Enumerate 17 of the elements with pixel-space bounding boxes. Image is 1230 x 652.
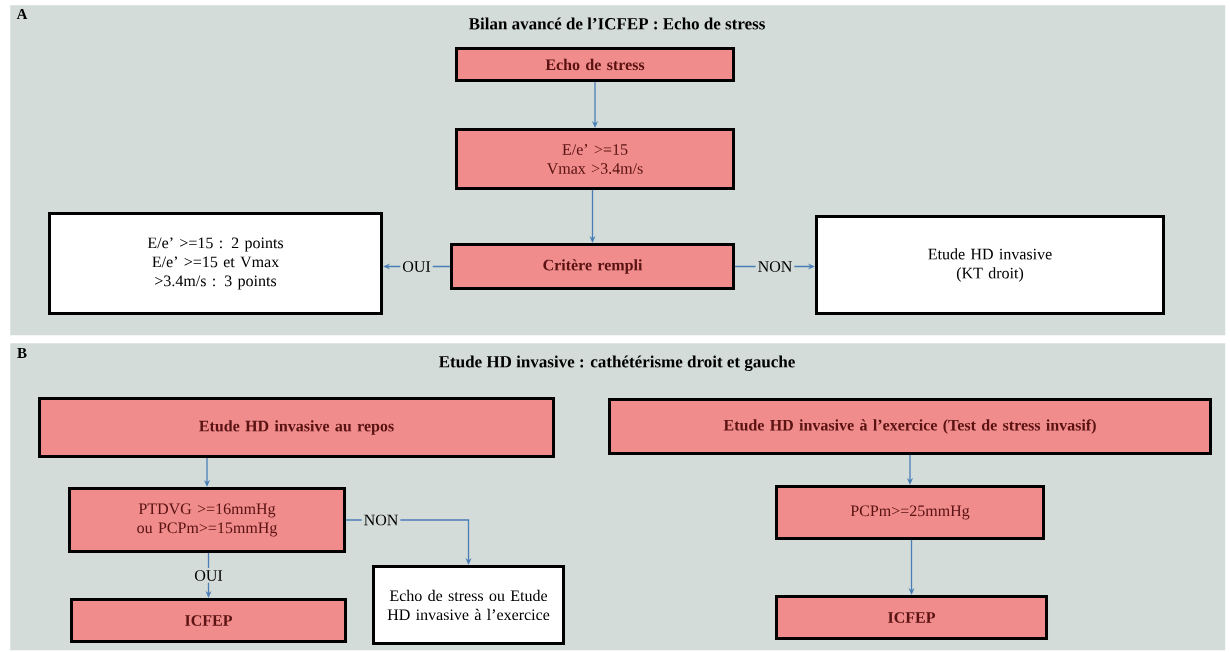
result-box: Etude HD invasive (KT droit): [815, 215, 1165, 315]
process-box: PCPm>=25mmHg: [775, 485, 1045, 540]
edge-label: NON: [755, 259, 795, 274]
process-box: ICFEP: [70, 598, 347, 643]
edge-label: OUI: [400, 259, 433, 274]
process-box: Echo de stress: [455, 47, 735, 82]
panel-letter: A: [16, 9, 28, 19]
process-box: Critère rempli: [450, 243, 735, 290]
process-box: ICFEP: [775, 595, 1048, 640]
panel-letter: B: [17, 348, 27, 358]
edge-label: OUI: [192, 568, 225, 583]
process-box: Etude HD invasive à l’exercice (Test de stress invasif): [608, 398, 1212, 455]
result-box: Echo de stress ou Etude HD invasive à l’exercice: [372, 565, 565, 645]
result-box: E/e’ >=15 : 2 points E/e’ >=15 et Vmax >3.4m/s : 3 points: [48, 212, 383, 315]
process-box: Etude HD invasive au repos: [38, 397, 555, 458]
process-box: PTDVG >=16mmHg ou PCPm>=15mmHg: [68, 487, 346, 553]
process-box: E/e’ >=15 Vmax >3.4m/s: [455, 128, 735, 190]
